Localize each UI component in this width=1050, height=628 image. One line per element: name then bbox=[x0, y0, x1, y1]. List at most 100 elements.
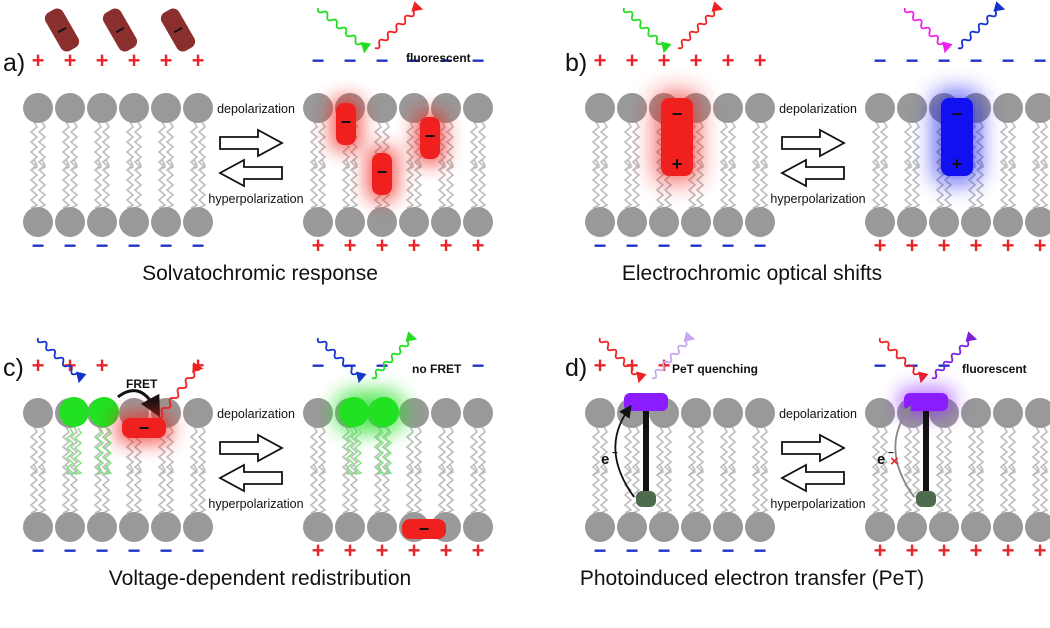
lipid-tail bbox=[189, 159, 199, 209]
emitted-light bbox=[374, 1, 424, 50]
fluorescent-label: fluorescent bbox=[406, 51, 471, 65]
lipid-tail bbox=[599, 121, 609, 171]
lipid-tail bbox=[29, 159, 39, 209]
lipid-head bbox=[961, 207, 991, 237]
charge-minus: − bbox=[1002, 48, 1015, 73]
lipid-head bbox=[617, 207, 647, 237]
charge-plus: + bbox=[1002, 233, 1015, 258]
lipid-tail bbox=[29, 121, 39, 171]
charge-plus: + bbox=[344, 233, 357, 258]
lipid-tail bbox=[871, 426, 881, 476]
charge-plus: + bbox=[874, 538, 887, 563]
hyperpolarization-label: hyperpolarization bbox=[208, 192, 303, 206]
charge-plus: + bbox=[472, 538, 485, 563]
lipid-tail bbox=[903, 426, 913, 476]
depolarization-label: depolarization bbox=[217, 407, 295, 421]
lipid-head bbox=[151, 207, 181, 237]
lipid-tail bbox=[69, 121, 79, 171]
lipid-head bbox=[961, 398, 991, 428]
lipid-tail bbox=[125, 159, 135, 209]
charge-minus: − bbox=[192, 538, 205, 563]
lipid-tail bbox=[157, 159, 167, 209]
lipid-tail bbox=[975, 426, 985, 476]
lipid-tail bbox=[631, 159, 641, 209]
panel-caption: Electrochromic optical shifts bbox=[622, 262, 882, 285]
lipid-tail bbox=[341, 426, 351, 476]
lipid-tail bbox=[317, 464, 327, 514]
lipid-tail bbox=[903, 464, 913, 514]
lipid-head bbox=[585, 398, 615, 428]
lipid-head bbox=[367, 207, 397, 237]
charge-minus: − bbox=[754, 233, 767, 258]
charge-minus: − bbox=[160, 538, 173, 563]
lipid-tail bbox=[69, 426, 79, 476]
charge-plus: + bbox=[32, 353, 45, 378]
charge-minus: − bbox=[32, 233, 45, 258]
lipid-head bbox=[55, 207, 85, 237]
lipid-head bbox=[681, 512, 711, 542]
lipid-tail bbox=[61, 159, 71, 209]
lipid-tail bbox=[477, 159, 487, 209]
charge-minus: − bbox=[722, 538, 735, 563]
brown-dye-body bbox=[44, 8, 80, 52]
lipid-head bbox=[681, 398, 711, 428]
lipid-tail bbox=[599, 159, 609, 209]
lipid-tail bbox=[37, 121, 47, 171]
charge-plus: + bbox=[192, 48, 205, 73]
violet-fluorophore bbox=[624, 393, 668, 411]
lipid-tail bbox=[935, 464, 945, 514]
lipid-tail bbox=[445, 426, 455, 476]
hyperpolarization-label: hyperpolarization bbox=[770, 192, 865, 206]
charge-minus: − bbox=[128, 538, 141, 563]
lipid-tail bbox=[1031, 121, 1041, 171]
lipid-tail bbox=[405, 159, 415, 209]
lipid-tail bbox=[591, 121, 601, 171]
charge-plus: + bbox=[906, 233, 919, 258]
panel-letter: c) bbox=[3, 354, 24, 382]
lipid-head bbox=[1025, 398, 1050, 428]
blue-dye-sign: − bbox=[952, 104, 963, 124]
charge-plus: + bbox=[1034, 233, 1047, 258]
electron-superscript: − bbox=[612, 448, 618, 459]
lipid-tail bbox=[911, 121, 921, 171]
charge-plus: + bbox=[160, 48, 173, 73]
lipid-head bbox=[961, 512, 991, 542]
lipid-head bbox=[55, 93, 85, 123]
lipid-head bbox=[585, 207, 615, 237]
lipid-head bbox=[335, 512, 365, 542]
charge-minus: − bbox=[376, 48, 389, 73]
lipid-head bbox=[1025, 93, 1050, 123]
lipid-tail bbox=[125, 121, 135, 171]
blocked-mark: × bbox=[890, 453, 899, 470]
lipid-head bbox=[87, 512, 117, 542]
lipid-tail bbox=[61, 464, 71, 514]
lipid-tail bbox=[879, 426, 889, 476]
lipid-tail bbox=[61, 121, 71, 171]
lipid-tail bbox=[1007, 121, 1017, 171]
lipid-tail bbox=[437, 426, 447, 476]
lipid-tail bbox=[935, 426, 945, 476]
lipid-head bbox=[431, 207, 461, 237]
lipid-tail bbox=[999, 464, 1009, 514]
lipid-tail bbox=[317, 426, 327, 476]
lipid-tail bbox=[967, 426, 977, 476]
lipid-head bbox=[585, 93, 615, 123]
lipid-head bbox=[929, 512, 959, 542]
lipid-tail bbox=[871, 464, 881, 514]
lipid-head bbox=[745, 512, 775, 542]
red-dye-sign: − bbox=[425, 126, 436, 146]
lipid-head bbox=[367, 93, 397, 123]
lipid-tail bbox=[727, 159, 737, 209]
electron-arrow bbox=[614, 404, 635, 498]
charge-plus: + bbox=[626, 48, 639, 73]
panel-letter: d) bbox=[565, 354, 587, 382]
green-tail bbox=[375, 427, 385, 475]
lipid-tail bbox=[469, 426, 479, 476]
lipid-tail bbox=[719, 159, 729, 209]
lipid-tail bbox=[695, 426, 705, 476]
lipid-tail bbox=[999, 426, 1009, 476]
lipid-tail bbox=[29, 426, 39, 476]
hyperpolarization-arrow bbox=[780, 463, 845, 493]
red-dye bbox=[420, 117, 440, 159]
